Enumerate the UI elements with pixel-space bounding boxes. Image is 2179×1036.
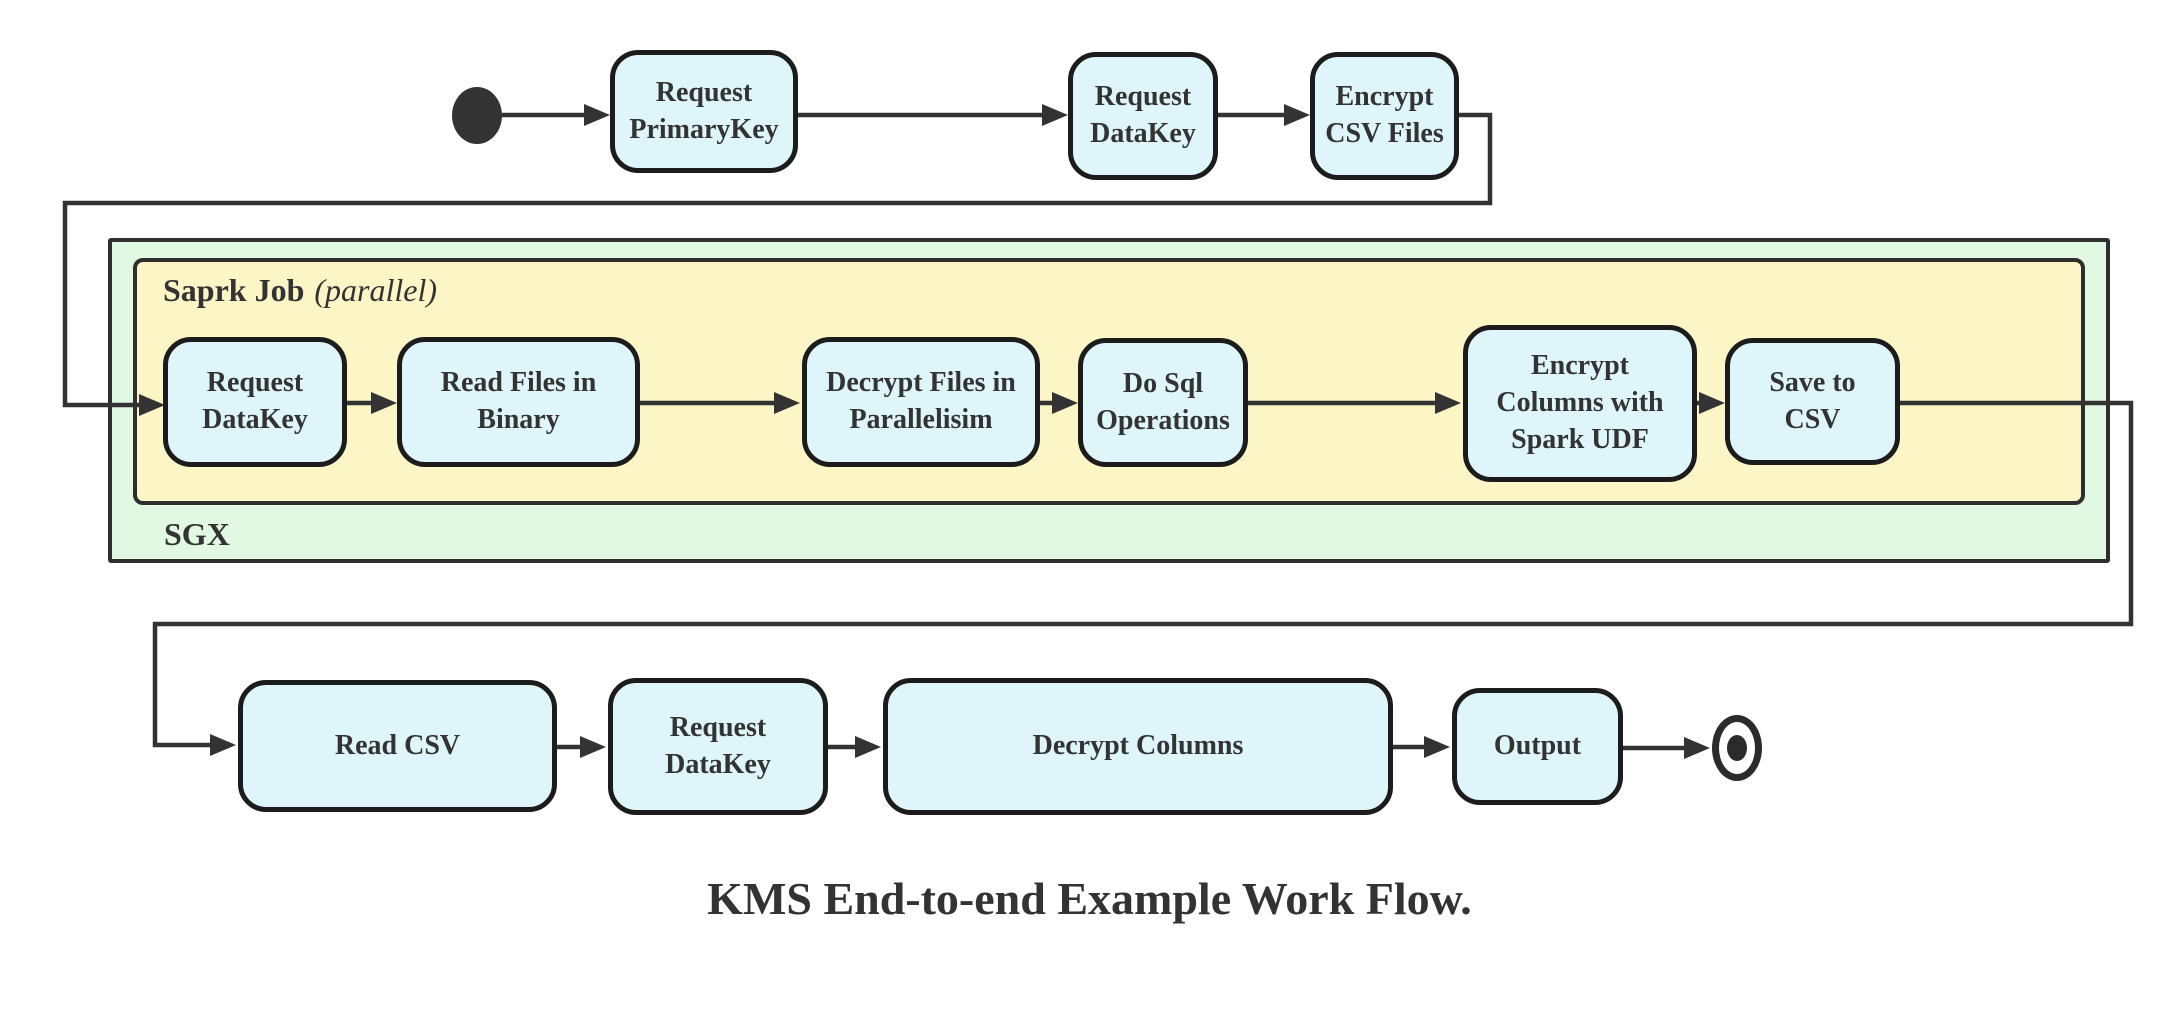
node-output: Output [1452,688,1623,805]
node-decrypt-files-in-parallelisim: Decrypt Files in Parallelisim [802,337,1040,467]
node-save-to-csv: Save to CSV [1725,338,1900,465]
node-request-datakey-top: Request DataKey [1068,52,1218,180]
node-do-sql-operations: Do Sql Operations [1078,338,1248,467]
final-state-inner-dot [1727,735,1747,761]
spark-job-title-text: Saprk Job [163,272,305,308]
diagram-caption: KMS End-to-end Example Work Flow. [707,873,1472,924]
node-request-primarykey: Request PrimaryKey [610,50,798,173]
node-request-datakey-bottom: Request DataKey [608,678,828,815]
spark-job-label-overlay: Saprk Job(parallel) [163,272,437,309]
edge-save-csv-to-read-csv [152,400,2134,748]
node-encrypt-columns-with-spark-udf: Encrypt Columns with Spark UDF [1463,325,1697,482]
sgx-label: SGX [164,516,230,552]
node-decrypt-columns: Decrypt Columns [883,678,1393,815]
node-encrypt-csv-files: Encrypt CSV Files [1310,52,1459,180]
node-request-datakey-mid: Request DataKey [163,337,347,467]
node-read-csv: Read CSV [238,680,557,812]
node-read-files-in-binary: Read Files in Binary [397,337,640,467]
spark-job-hint-text: (parallel) [314,272,438,308]
edge-encrypt-csv-to-sgx [62,112,1493,408]
start-state-icon [452,87,502,144]
final-state-icon [1712,715,1762,781]
arrowheads [139,104,1725,759]
